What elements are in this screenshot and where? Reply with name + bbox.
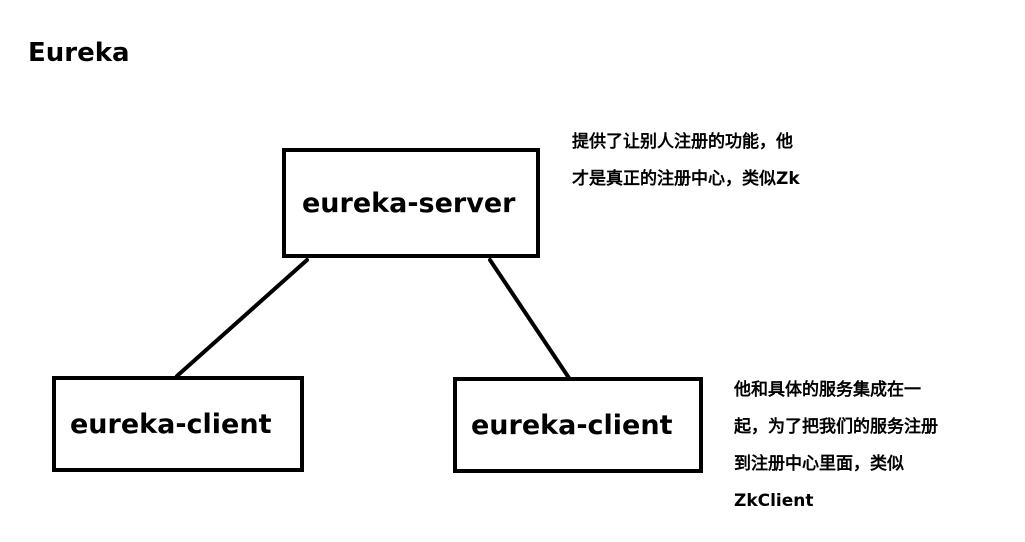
client-annotation: 他和具体的服务集成在一 起，为了把我们的服务注册 到注册中心里面，类似 ZkCl… [734, 372, 938, 520]
eureka-client-node-right: eureka-client [453, 377, 703, 473]
client-annotation-line: 起，为了把我们的服务注册 [734, 417, 938, 437]
server-annotation: 提供了让别人注册的功能，他 才是真正的注册中心，类似Zk [572, 124, 800, 198]
diagram-title: Eureka [28, 38, 130, 68]
connector-server-to-right-client [488, 258, 573, 383]
eureka-client-right-label: eureka-client [471, 409, 673, 441]
server-annotation-line: 提供了让别人注册的功能，他 [572, 132, 793, 152]
client-annotation-line: 到注册中心里面，类似 [734, 454, 904, 474]
eureka-client-node-left: eureka-client [52, 376, 304, 472]
server-annotation-line: 才是真正的注册中心，类似Zk [572, 169, 800, 189]
client-annotation-line: 他和具体的服务集成在一 [734, 380, 921, 400]
connector-server-to-left-client [175, 258, 309, 378]
eureka-server-node: eureka-server [282, 148, 540, 258]
eureka-client-left-label: eureka-client [70, 408, 272, 440]
client-annotation-line: ZkClient [734, 491, 814, 511]
eureka-server-label: eureka-server [302, 187, 516, 219]
